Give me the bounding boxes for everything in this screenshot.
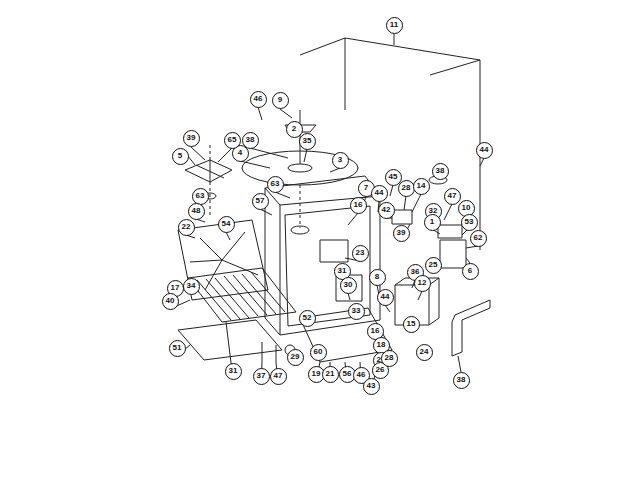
callout-number: 34: [183, 278, 200, 295]
callout-number: 60: [310, 344, 327, 361]
callout-number: 23: [352, 245, 369, 262]
callout-number: 8: [369, 269, 386, 286]
callout-number: 14: [413, 178, 430, 195]
callout-number: 2: [286, 121, 303, 138]
callout-number: 65: [224, 132, 241, 149]
callout-number: 44: [377, 289, 394, 306]
callout-number: 54: [218, 216, 235, 233]
callout-number: 3: [332, 152, 349, 169]
callout-number: 40: [162, 293, 179, 310]
callout-number: 45: [385, 169, 402, 186]
callout-number: 9: [272, 92, 289, 109]
callout-number: 25: [425, 257, 442, 274]
callout-number: 35: [299, 133, 316, 150]
callout-number: 24: [416, 344, 433, 361]
callout-number: 12: [414, 275, 431, 292]
callout-number: 62: [470, 230, 487, 247]
callout-number: 47: [444, 188, 461, 205]
callout-number: 22: [178, 219, 195, 236]
callout-number: 38: [453, 372, 470, 389]
callout-number: 5: [172, 148, 189, 165]
callout-number: 29: [287, 349, 304, 366]
callout-number: 15: [403, 316, 420, 333]
callout-number: 30: [340, 277, 357, 294]
callout-number: 53: [461, 214, 478, 231]
callout-number: 57: [252, 193, 269, 210]
callout-number: 38: [432, 163, 449, 180]
callout-number: 46: [250, 91, 267, 108]
callout-number: 37: [253, 368, 270, 385]
callout-number: 33: [348, 303, 365, 320]
callout-number: 44: [371, 185, 388, 202]
callout-number: 63: [192, 188, 209, 205]
callout-number: 11: [386, 17, 403, 34]
callout-number: 16: [350, 197, 367, 214]
callout-number: 63: [267, 176, 284, 193]
callout-number: 21: [322, 366, 339, 383]
callout-number: 42: [378, 202, 395, 219]
callout-number: 39: [183, 130, 200, 147]
callout-number: 1: [424, 214, 441, 231]
callout-number: 47: [270, 368, 287, 385]
callout-number: 44: [476, 142, 493, 159]
callout-number: 51: [169, 340, 186, 357]
callout-number: 48: [188, 203, 205, 220]
callout-number: 31: [225, 363, 242, 380]
callout-number: 52: [299, 310, 316, 327]
callout-number: 39: [393, 225, 410, 242]
callout-number: 43: [363, 378, 380, 395]
callout-number: 6: [462, 263, 479, 280]
callout-number: 28: [381, 350, 398, 367]
